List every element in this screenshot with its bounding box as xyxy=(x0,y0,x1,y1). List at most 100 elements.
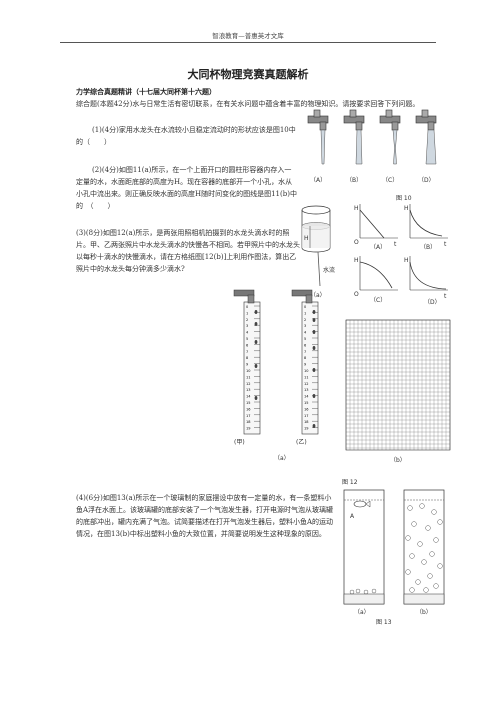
fig13-caption-b: （b） xyxy=(416,609,432,616)
bubble xyxy=(423,587,429,593)
header-rule xyxy=(60,42,436,43)
ruler-number: 11 xyxy=(246,375,250,379)
ruler-number: 12 xyxy=(304,382,308,386)
fig11-water-label: 水流 xyxy=(323,266,335,274)
bubble xyxy=(409,553,415,559)
bubble xyxy=(405,535,411,541)
svg-text:O: O xyxy=(354,239,359,246)
fig12-fig-label: 图 12 xyxy=(342,479,358,486)
fig11-caption-a: （a） xyxy=(310,292,326,299)
bubble xyxy=(405,569,411,575)
section-heading: 力学综合真题精讲（十七届大同杯第十六题） xyxy=(76,87,216,96)
ruler-number: 9 xyxy=(246,363,248,367)
ruler-number: 10 xyxy=(304,369,308,373)
graph-d: H t （D） xyxy=(404,256,448,306)
water-drop xyxy=(254,396,258,400)
ruler-number: 11 xyxy=(304,375,308,379)
ruler-number: 19 xyxy=(246,427,250,431)
bubble xyxy=(407,505,413,511)
svg-text:H: H xyxy=(404,257,409,264)
ruler-number: 3 xyxy=(246,324,248,328)
ruler-number: 18 xyxy=(304,420,308,424)
svg-text:H: H xyxy=(354,205,359,212)
fig10-label-a: （A） xyxy=(310,177,326,184)
ruler-number: 2 xyxy=(304,318,306,322)
faucet-a xyxy=(307,109,329,165)
ruler-number: 2 xyxy=(246,318,248,322)
bubble xyxy=(437,519,443,525)
ruler-number: 6 xyxy=(304,343,306,347)
bubble xyxy=(409,587,415,593)
question-3: (3)(8分)如图12(a)所示，是两张用照相机拍摄到的水龙头滴水时的照片。甲、… xyxy=(76,229,300,273)
ruler-number: 5 xyxy=(304,337,306,341)
water-drop xyxy=(312,394,316,398)
label-jia: (甲) xyxy=(234,439,245,446)
ruler-number: 1 xyxy=(304,311,306,315)
ruler-number: 3 xyxy=(304,324,306,328)
ruler-number: 4 xyxy=(304,331,307,335)
fig11-h-label: H xyxy=(304,235,309,242)
ruler-number: 8 xyxy=(304,356,306,360)
ruler-number: 16 xyxy=(246,407,250,411)
intro-paragraph: 综合题(本题42分)水与日常生活有密切联系，在有关水问题中蕴含着丰富的物理知识。… xyxy=(76,100,420,108)
svg-text:t: t xyxy=(394,241,397,248)
figure-12b-grid: （b） xyxy=(345,319,451,464)
ruler-number: 13 xyxy=(304,388,308,392)
fig11-label-c: （C） xyxy=(370,297,386,304)
bubble xyxy=(433,537,439,543)
graph-a: H O t （A） xyxy=(354,204,398,251)
ruler-number: 12 xyxy=(246,382,250,386)
ruler-number: 16 xyxy=(304,407,308,411)
fig10-label-d: （D） xyxy=(418,177,435,184)
label-yi: (乙) xyxy=(296,439,307,446)
water-drop xyxy=(254,364,258,368)
water-drop xyxy=(312,424,316,428)
figure-10-faucets: （A） （B） （C） （D） xyxy=(307,109,437,184)
faucet-b xyxy=(343,109,365,165)
fig13-fig-label: 图 13 xyxy=(376,619,392,626)
ruler-number: 7 xyxy=(246,350,248,354)
bubble xyxy=(419,503,425,509)
svg-text:t: t xyxy=(444,293,447,300)
fig10-label-b: （B） xyxy=(346,177,362,184)
bubble xyxy=(429,551,435,557)
ruler-number: 1 xyxy=(246,311,248,315)
bubble xyxy=(411,521,417,527)
water-drop xyxy=(312,310,316,314)
question-4: (4)(6分)如图13(a)所示在一个玻璃制的家庭摆设中放有一定量的水，有一条塑… xyxy=(76,494,334,538)
graph-b: H t （B） xyxy=(404,204,448,251)
ruler-number: 4 xyxy=(246,331,249,335)
fig12-caption-a: （a） xyxy=(274,455,290,462)
ruler-number: 0 xyxy=(246,305,248,309)
figure-11a-container: H 水流 （a） xyxy=(301,205,335,299)
ruler-number: 13 xyxy=(246,388,250,392)
jar-a: A （a） xyxy=(343,489,385,616)
water-drop xyxy=(254,322,258,326)
fig11-fig-label: 图 10 xyxy=(396,195,412,202)
bubble xyxy=(431,509,437,515)
svg-text:H: H xyxy=(354,257,359,264)
ruler-number: 15 xyxy=(246,401,250,405)
figure-11b-graphs: 图 10 H O t （A） H t （B） H O （C） H t （D） xyxy=(354,195,448,306)
svg-text:H: H xyxy=(404,205,409,212)
bubble xyxy=(437,563,443,569)
fish-icon xyxy=(353,500,367,508)
ruler-number: 18 xyxy=(246,420,250,424)
question-1: (1)(4分)家用水龙头在水流较小且稳定流动时的形状应该是图10中的（ ） xyxy=(76,126,296,146)
ruler-number: 17 xyxy=(304,414,308,418)
fig11-label-d: （D） xyxy=(424,299,441,306)
ruler-number: 19 xyxy=(304,427,308,431)
bubble xyxy=(425,525,431,531)
water-drop xyxy=(312,330,316,334)
water-drop xyxy=(312,368,316,372)
bubble xyxy=(421,559,427,565)
svg-text:O: O xyxy=(354,291,359,298)
fig11-label-a: （A） xyxy=(370,244,386,251)
jar-b: （b） xyxy=(403,489,445,616)
page-header: 智浪教育—普惠英才文库 xyxy=(212,32,284,40)
water-drop xyxy=(312,318,316,322)
fig13-caption-a: （a） xyxy=(354,609,370,616)
